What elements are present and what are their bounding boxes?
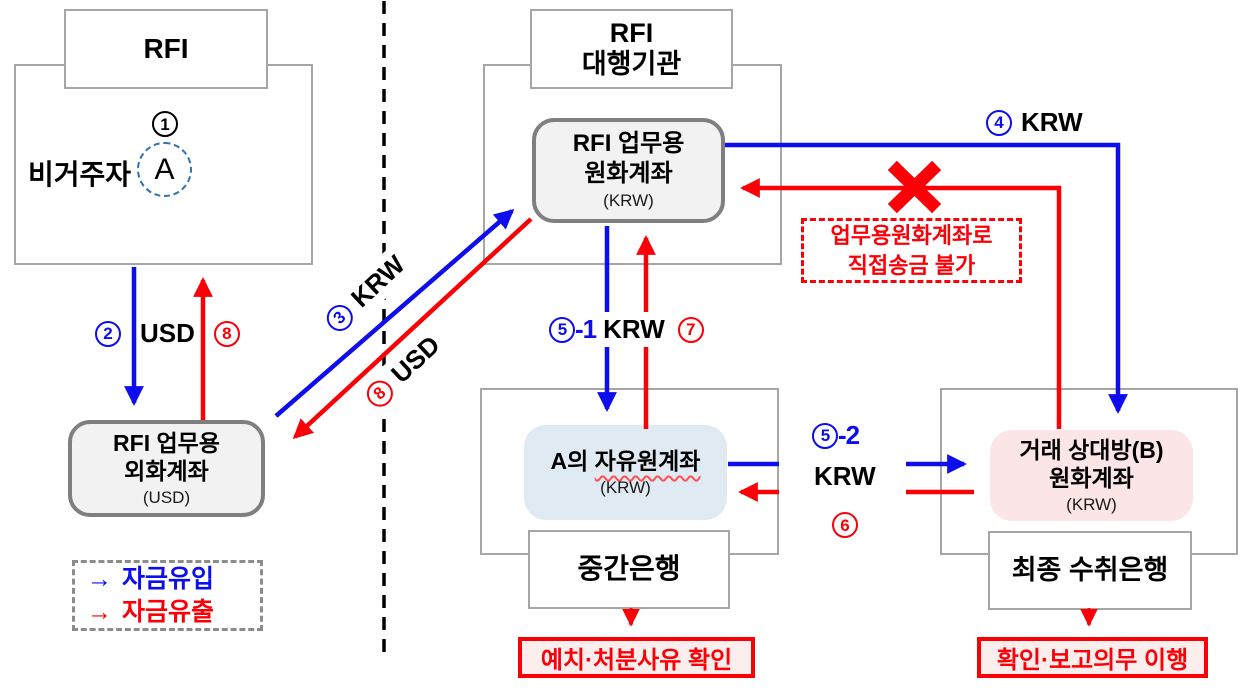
a-free-won-account-box: A의 자유원계좌 (KRW) <box>524 425 727 520</box>
fx-account-line2: 외화계좌 <box>124 458 209 485</box>
step-6-badge: 6 <box>832 512 858 538</box>
usd-flow-label: 2 USD 8 <box>95 318 240 349</box>
a-account-currency: (KRW) <box>600 477 651 497</box>
outflow-label: 자금유출 <box>122 597 215 626</box>
krw-vertical-currency: KRW <box>603 314 665 344</box>
rfi-fx-account-box: RFI 업무용 외화계좌 (USD) <box>68 420 265 517</box>
blocked-x-icon <box>887 160 942 214</box>
krw-account-line1: RFI 업무용 <box>572 130 685 158</box>
step-7-number: 7 <box>686 320 696 339</box>
step-8-badge-left: 8 <box>213 320 240 347</box>
no-direct-line1: 업무용원화계좌로 <box>830 222 993 248</box>
inflow-arrow-icon: → <box>87 564 112 593</box>
legend-outflow: → 자금유출 <box>87 598 260 627</box>
rfi-krw-account-box: RFI 업무용 원화계좌 (KRW) <box>532 118 725 223</box>
usd-flow-currency: USD <box>140 318 195 348</box>
no-direct-line2: 직접송금 불가 <box>847 252 976 278</box>
a-owner-prefix: A의 <box>550 448 589 474</box>
report-duty-warning-box: 확인·보고의무 이행 <box>977 637 1208 678</box>
usd-exchange-currency: USD <box>385 329 446 389</box>
fx-account-currency: (USD) <box>142 488 191 508</box>
step-5-2-suffix: -2 <box>838 420 860 450</box>
deposit-check-warning-text: 예치·처분사유 확인 <box>540 647 733 674</box>
step-8-badge-diagonal: 8 <box>361 374 398 412</box>
legend-box: → 자금유입 → 자금유출 <box>72 560 263 631</box>
krw-account-line2: 원화계좌 <box>584 160 673 188</box>
step-4-number: 4 <box>994 113 1004 132</box>
intermediary-bank-label: 중간은행 <box>577 553 681 585</box>
step-6-number: 6 <box>840 515 850 535</box>
step-5-suffix: -1 <box>575 314 597 344</box>
a-account-word: 자유원계좌 <box>594 448 701 474</box>
rfi-agent-title-box: RFI 대행기관 <box>530 9 733 89</box>
fx-account-line1: RFI 업무용 <box>113 429 220 456</box>
usd-exchange-label: 8 USD <box>353 323 453 420</box>
step-5-1-group: 5 -1 <box>549 314 597 345</box>
step-2-badge: 2 <box>95 320 121 347</box>
rfi-agent-title-line1: RFI <box>609 17 654 48</box>
step-3-number: 3 <box>329 307 350 328</box>
inflow-label: 자금유입 <box>122 564 215 593</box>
b-account-line2: 원화계좌 <box>1049 465 1134 492</box>
step-5-badge: 5 <box>549 316 575 343</box>
step-1-number: 1 <box>160 114 170 134</box>
b-krw-account-box: 거래 상대방(B) 원화계좌 (KRW) <box>990 430 1193 521</box>
step-5-2-badge: 5 <box>812 422 838 449</box>
step-8-number-diagonal: 8 <box>369 383 390 404</box>
a-free-won-account-name: A의 자유원계좌 <box>551 447 701 476</box>
b-account-line1: 거래 상대방(B) <box>1019 436 1164 463</box>
krw-transfer-top-label: 4 KRW <box>986 107 1083 138</box>
rfi-title: RFI <box>143 32 189 64</box>
step-4-badge: 4 <box>986 109 1012 136</box>
step-5-2-number: 5 <box>820 426 831 445</box>
krw-exchange-currency: KRW <box>345 249 411 314</box>
krw-middle-currency-label: KRW <box>814 461 876 492</box>
step-2-number: 2 <box>103 324 113 343</box>
krw-middle-currency: KRW <box>814 461 876 491</box>
krw-exchange-label: 3 KRW <box>313 243 417 344</box>
rfi-title-box: RFI <box>64 9 268 89</box>
nonresident-label: 비거주자 <box>28 153 131 193</box>
entity-a-circle: A <box>137 142 192 197</box>
b-account-currency: (KRW) <box>1066 495 1117 515</box>
step-3-badge: 3 <box>321 299 358 336</box>
outflow-arrow-icon: → <box>87 597 112 626</box>
deposit-check-warning-box: 예치·처분사유 확인 <box>518 637 755 678</box>
rfi-agent-title-line2: 대행기관 <box>581 49 682 79</box>
intermediary-bank-box: 중간은행 <box>528 530 730 609</box>
final-receiving-bank-box: 최종 수취은행 <box>988 531 1192 610</box>
step-1-badge: 1 <box>152 111 178 137</box>
nonresident-text: 비거주자 <box>28 159 132 190</box>
step-5-2-label: 5 -2 <box>812 420 860 451</box>
legend-inflow: → 자금유입 <box>87 565 260 594</box>
step-7-badge: 7 <box>677 316 704 343</box>
no-direct-remittance-notice: 업무용원화계좌로 직접송금 불가 <box>801 218 1022 283</box>
krw-account-currency: (KRW) <box>603 191 654 211</box>
step-5-number: 5 <box>557 320 568 339</box>
entity-a-label: A <box>154 152 175 186</box>
krw-vertical-flow-label: 5 -1 KRW 7 <box>543 312 710 347</box>
final-receiving-bank-label: 최종 수취은행 <box>1011 554 1169 585</box>
step-8-number-left: 8 <box>222 324 232 343</box>
report-duty-warning-text: 확인·보고의무 이행 <box>996 647 1189 674</box>
krw-transfer-top-currency: KRW <box>1021 107 1083 137</box>
